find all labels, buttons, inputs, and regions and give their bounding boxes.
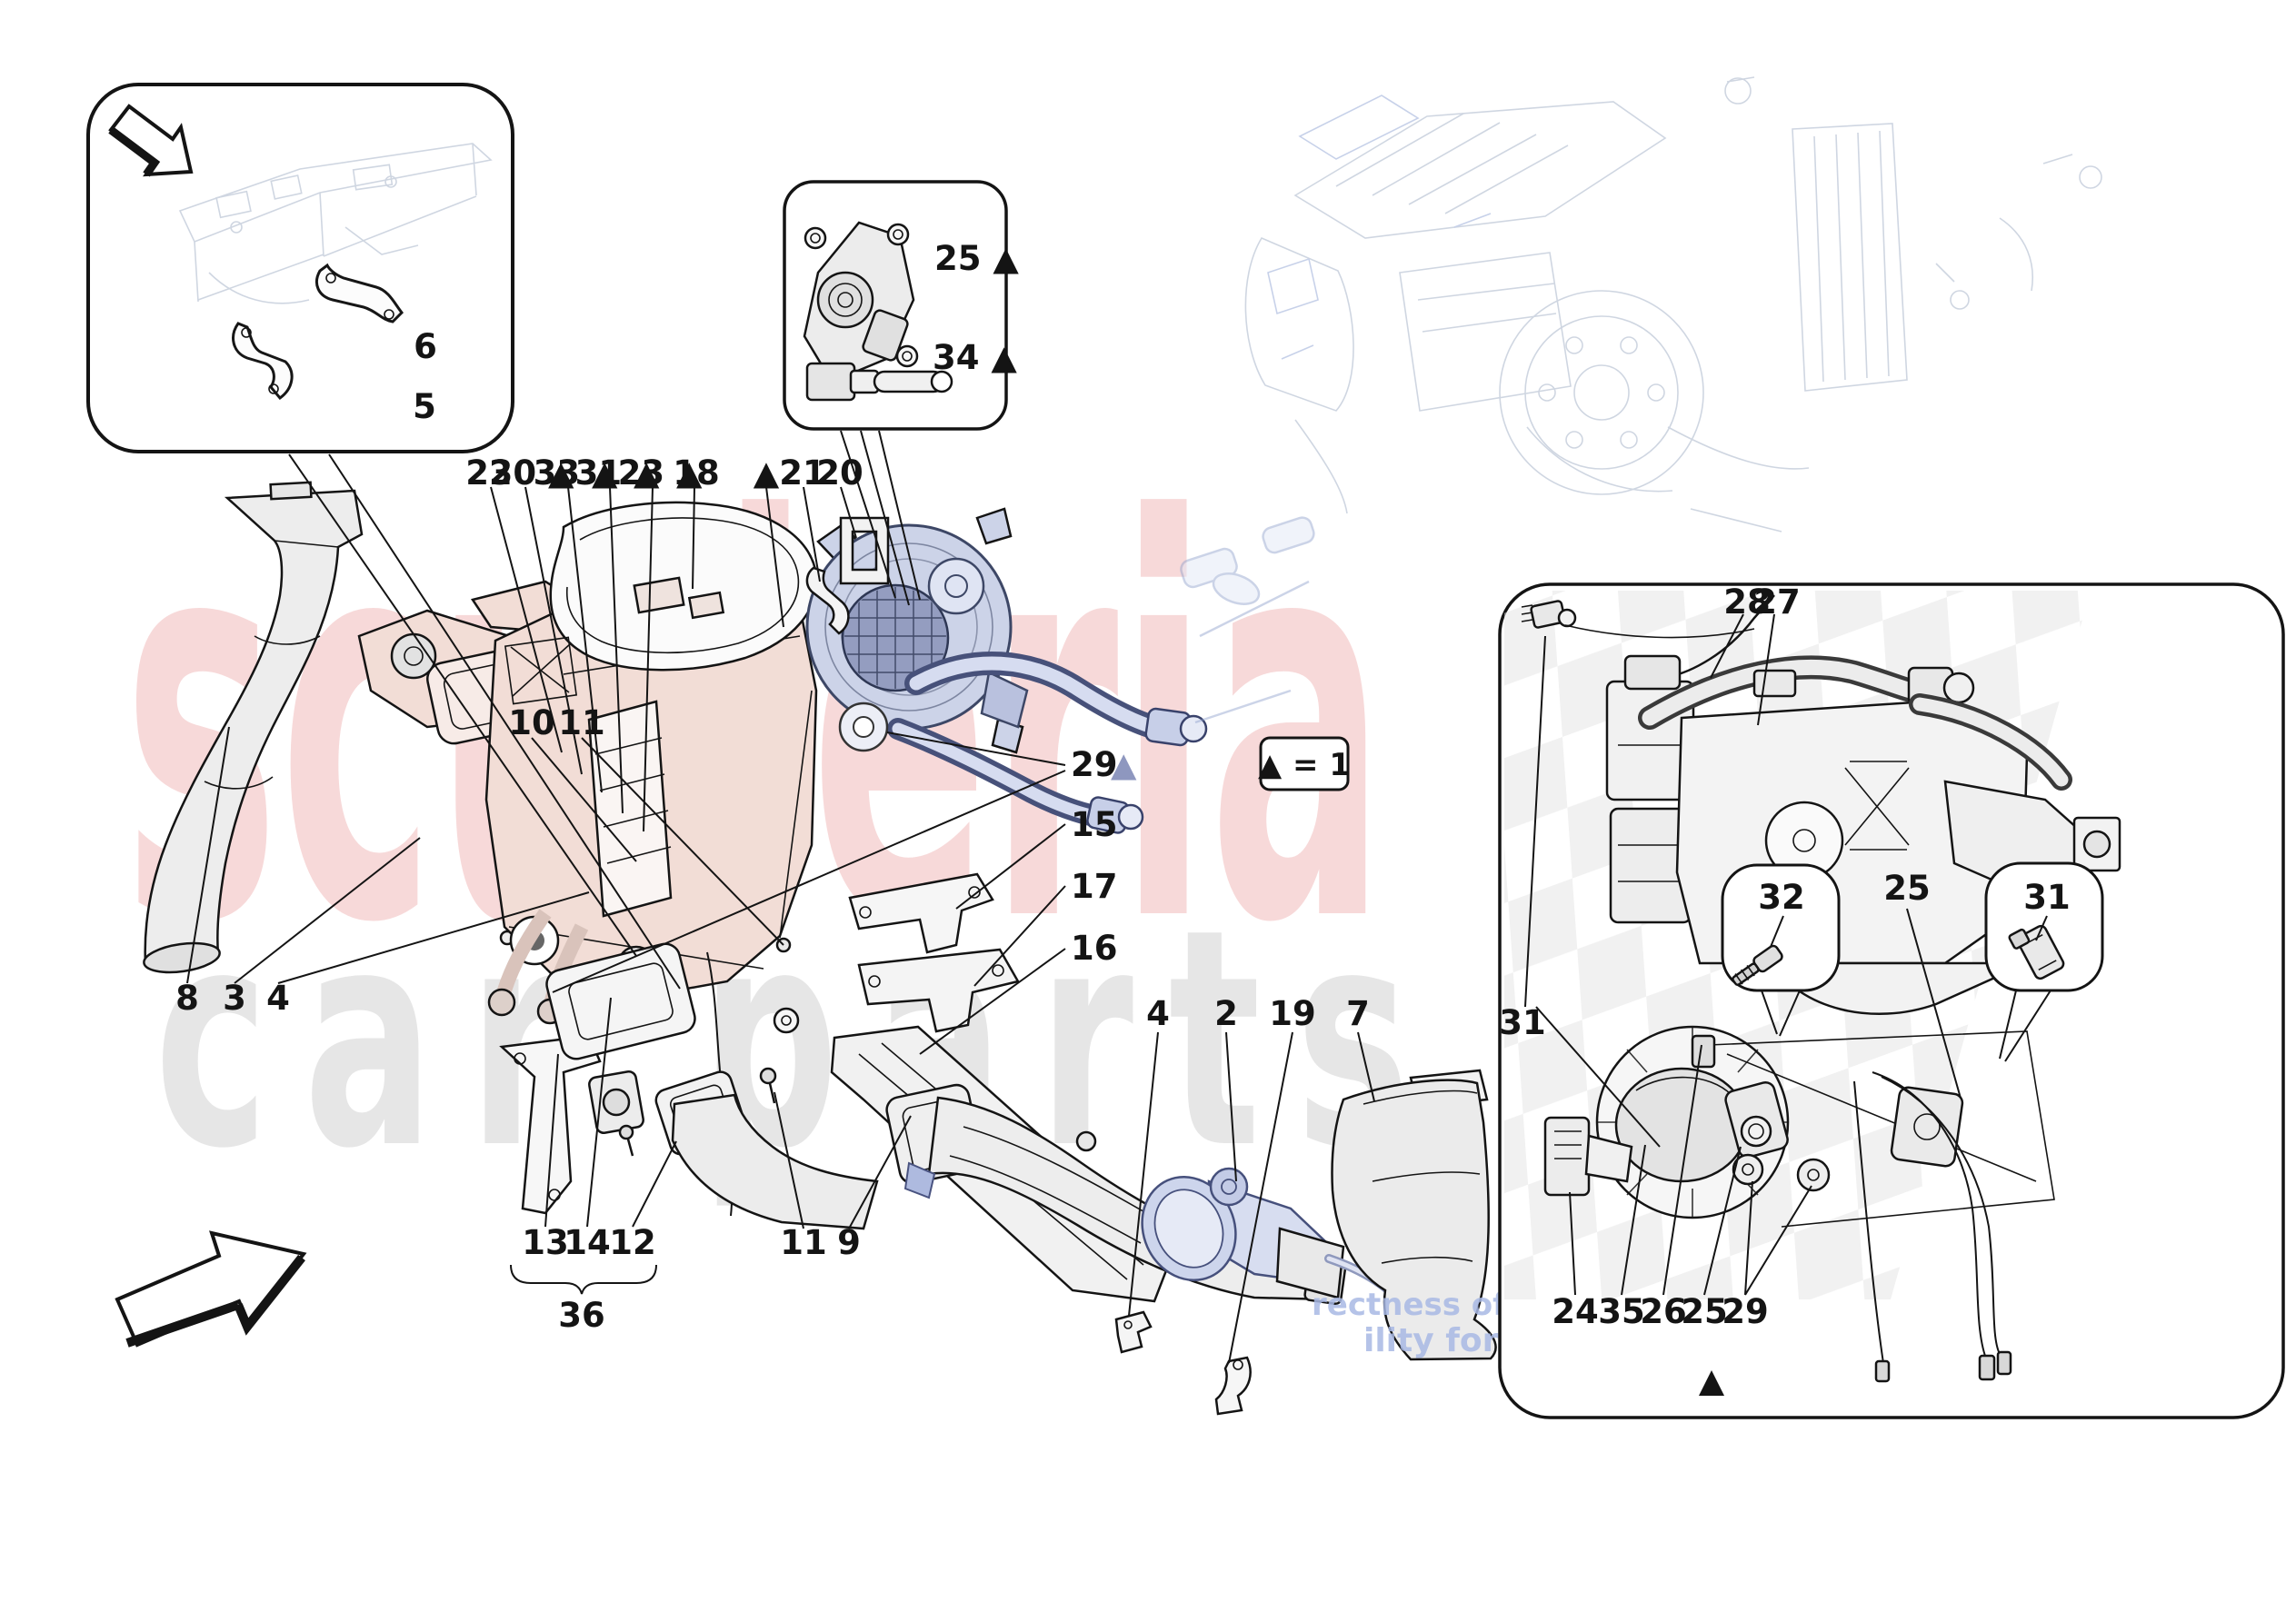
leader-lines-panel bbox=[1524, 613, 1812, 1296]
part-sensor-34 bbox=[805, 362, 953, 402]
callout-25-low: 25 bbox=[1681, 1292, 1728, 1331]
callout-33: 33 ▲ bbox=[534, 453, 618, 493]
callout-23: 23 ▲ bbox=[618, 453, 703, 493]
ghost-engine-sketch bbox=[1244, 76, 2102, 532]
callout-34: 34 ▲ bbox=[933, 338, 1017, 377]
callout-35: 35 bbox=[1598, 1292, 1645, 1331]
callout-4: 4 bbox=[266, 979, 290, 1018]
callout-12: 12 bbox=[609, 1223, 656, 1262]
callout-28: 28 bbox=[1723, 582, 1771, 622]
inset-actuator-box: 25 ▲ 34 ▲ bbox=[783, 180, 1019, 431]
callout-27: 27 bbox=[1753, 582, 1801, 622]
callout-13: 13 bbox=[522, 1223, 569, 1262]
callout-22: 22 bbox=[465, 453, 513, 493]
callout-26: 26 bbox=[1640, 1292, 1687, 1331]
part-clip-21 bbox=[805, 566, 850, 635]
part-bracket-15 bbox=[848, 872, 994, 954]
callout-21: 21 bbox=[779, 453, 826, 493]
callout-4b: 4 bbox=[1146, 994, 1170, 1033]
callout-31: 31 ▲ bbox=[575, 453, 660, 493]
callout-6: 6 bbox=[414, 327, 437, 366]
callout-8: 8 bbox=[175, 979, 199, 1018]
clip-icon bbox=[2008, 924, 2065, 980]
callout-16: 16 bbox=[1071, 929, 1118, 968]
callout-11b: 11 bbox=[780, 1223, 827, 1262]
part-strap-19 bbox=[1214, 1356, 1252, 1416]
callout-11: 11 bbox=[558, 703, 605, 742]
part-duct-left-8 bbox=[143, 481, 364, 974]
triangle-marker-bottom bbox=[1699, 1370, 1724, 1396]
callout-25: 25 ▲ bbox=[934, 239, 1019, 278]
direction-arrow-bottom-icon bbox=[115, 1230, 307, 1348]
callout-10: 10 bbox=[508, 703, 555, 742]
callout-17: 17 bbox=[1071, 867, 1118, 906]
callout-36: 36 bbox=[558, 1296, 605, 1335]
part-clip-20 bbox=[839, 516, 890, 585]
callout-29-low: 29 bbox=[1722, 1292, 1769, 1331]
ghost-pipe-fittings bbox=[1180, 516, 1315, 724]
callout-15: 15 bbox=[1071, 805, 1118, 844]
inset-dashboard-box: 6 5 bbox=[86, 83, 514, 453]
ghost-dashboard-sketch bbox=[178, 143, 493, 304]
part-bracket-6 bbox=[315, 263, 404, 323]
part-elbow-duct bbox=[654, 1007, 879, 1230]
callout-32: 32 bbox=[1758, 878, 1805, 917]
part-bracket-5 bbox=[232, 322, 294, 401]
callout-labels-main: 22 30 ▲ 33 ▲ 31 ▲ 23 ▲ 18 ▲ 21 20 29 ▲ 1… bbox=[175, 453, 1370, 1335]
direction-arrow-icon bbox=[108, 104, 194, 177]
callout-triangle: ▲ bbox=[754, 453, 780, 493]
callout-29: 29 bbox=[1071, 745, 1118, 784]
panel-inset-clip-box: 31 bbox=[1984, 861, 2104, 1062]
part-actuator-25 bbox=[803, 221, 919, 383]
callout-9: 9 bbox=[837, 1223, 861, 1262]
callout-25-panel: 25 bbox=[1883, 869, 1931, 908]
legend-box: ▲ = 1 bbox=[1258, 736, 1351, 791]
callout-30: 30 ▲ bbox=[490, 453, 574, 493]
disclaimer-fragment-1: rectness of bbox=[1312, 1287, 1507, 1323]
callout-7: 7 bbox=[1346, 994, 1370, 1033]
part-clamp-4 bbox=[1114, 1310, 1153, 1354]
part-vent-frame-14 bbox=[545, 942, 696, 1060]
part-actuator-12 bbox=[588, 951, 734, 1217]
right-detail-panel: 32 25 31 bbox=[1498, 582, 2285, 1419]
part-trim-panel-7 bbox=[1331, 1069, 1497, 1361]
callout-20: 20 bbox=[816, 453, 863, 493]
callout-3: 3 bbox=[223, 979, 246, 1018]
callout-29-triangle: ▲ bbox=[1111, 745, 1137, 784]
disclaimer-fragment-2: ility for bbox=[1363, 1322, 1499, 1359]
part-bracket-17 bbox=[857, 948, 1020, 1033]
callout-5: 5 bbox=[413, 387, 436, 426]
screw-icon bbox=[1732, 944, 1783, 986]
legend-text: ▲ = 1 bbox=[1258, 747, 1351, 783]
callout-24: 24 bbox=[1552, 1292, 1599, 1331]
callout-19: 19 bbox=[1269, 994, 1316, 1033]
panel-inset-screw-box: 32 bbox=[1721, 863, 1841, 1037]
callout-31-box: 31 bbox=[2023, 878, 2071, 917]
part-hoses-29 bbox=[838, 516, 1315, 834]
callout-14: 14 bbox=[564, 1223, 611, 1262]
callout-18: 18 bbox=[673, 453, 720, 493]
callout-31-left: 31 bbox=[1499, 1003, 1546, 1042]
panel-part-blower-assembly bbox=[1543, 1025, 2055, 1383]
callout-2: 2 bbox=[1214, 994, 1238, 1033]
